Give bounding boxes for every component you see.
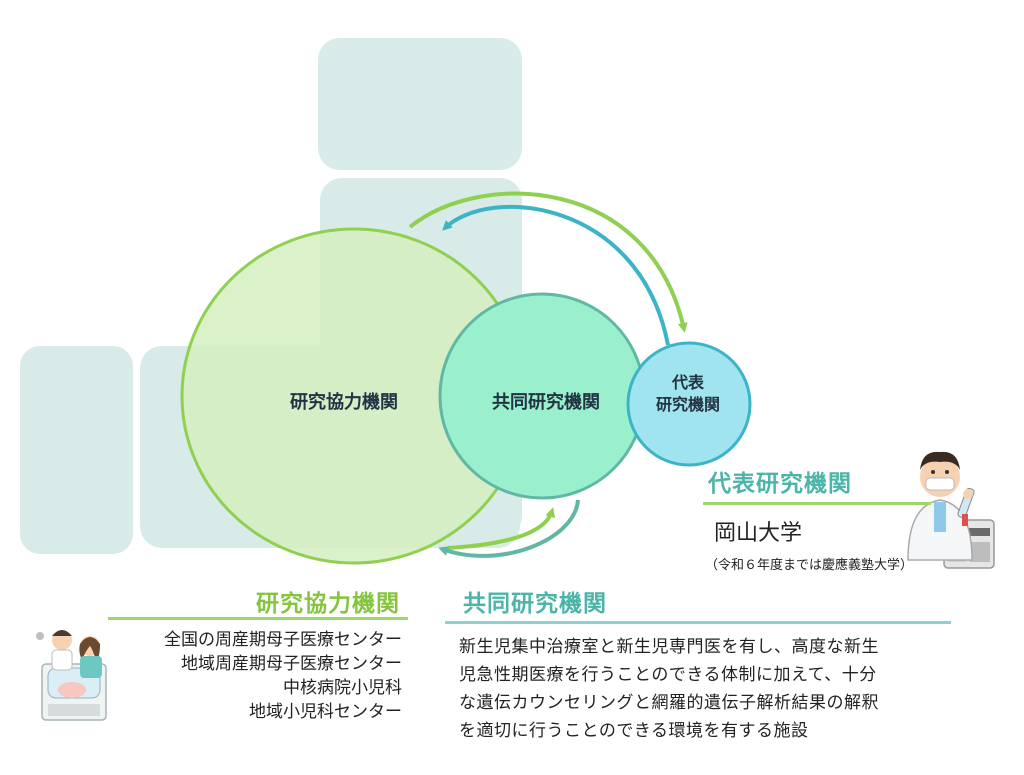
representative-circle-label: 代表 研究機関 — [628, 372, 748, 416]
representative-heading: 代表研究機関 — [708, 471, 852, 497]
joint-heading: 共同研究機関 — [463, 591, 607, 617]
representative-note: （令和６年度までは慶應義塾大学） — [705, 558, 914, 573]
arrow-rep-to-coop — [442, 204, 670, 346]
description-line: 児急性期医療を行うことのできる体制に加えて、十分 — [459, 665, 877, 685]
representative-circle-label-line2: 研究機関 — [655, 395, 720, 414]
joint-circle-label: 共同研究機関 — [492, 392, 600, 413]
description-line: な遺伝カウンセリングと網羅的遺伝子解析結果の解釈 — [459, 693, 879, 713]
arrow-coop-to-joint — [447, 507, 556, 550]
cooperating-heading: 研究協力機関 — [256, 591, 400, 617]
description-line: を適切に行うことのできる環境を有する施設 — [459, 721, 809, 741]
representative-name: 岡山大学 — [714, 521, 803, 546]
list-item: 中核病院小児科 — [283, 678, 402, 698]
nicu-staff-illustration-icon — [36, 630, 107, 721]
list-item: 全国の周産期母子医療センター — [164, 630, 402, 650]
researcher-illustration-icon — [907, 451, 995, 569]
bg-block-left-small — [20, 346, 133, 554]
joint-underline — [445, 621, 951, 624]
cooperating-list: 全国の周産期母子医療センター 地域周産期母子医療センター 中核病院小児科 地域小… — [100, 628, 402, 724]
cooperating-underline — [108, 617, 408, 620]
list-item: 地域周産期母子医療センター — [181, 654, 402, 674]
representative-circle — [626, 341, 752, 467]
arrow-joint-to-coop — [438, 499, 580, 558]
representative-underline — [703, 502, 931, 505]
description-line: 新生児集中治療室と新生児専門医を有し、高度な新生 — [459, 637, 879, 657]
bg-block-top — [318, 38, 522, 170]
representative-circle-label-line1: 代表 — [671, 373, 704, 392]
joint-description: 新生児集中治療室と新生児専門医を有し、高度な新生 児急性期医療を行うことのできる… — [459, 633, 955, 745]
cooperating-circle-label: 研究協力機関 — [290, 392, 398, 413]
list-item: 地域小児科センター — [249, 702, 402, 722]
arrow-coop-to-rep — [408, 191, 688, 333]
